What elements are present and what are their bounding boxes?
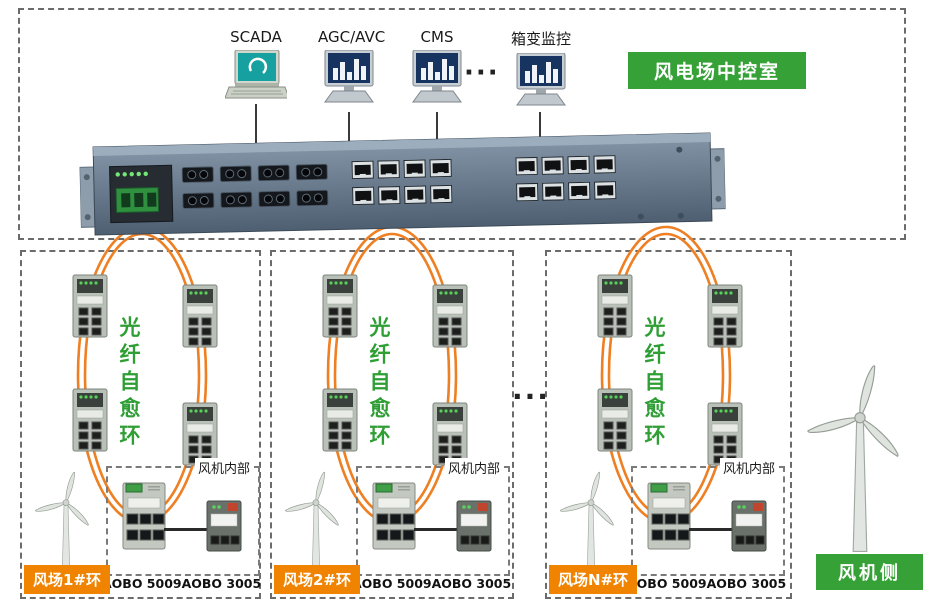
aobo-3005-device	[731, 500, 767, 552]
aobo-3005-label: AOBO 3005	[706, 576, 787, 591]
device-labels: AOBO 5009 AOBO 3005	[627, 576, 787, 591]
turbine-side-badge: 风机侧	[816, 554, 923, 590]
turbine-internal-label: 风机内部	[444, 458, 503, 477]
workstation-label: AGC/AVC	[318, 28, 386, 46]
workstation-box-transformer-monitor: 箱变监控	[508, 28, 574, 113]
aobo-5009-label: AOBO 5009	[352, 576, 432, 591]
ring-name-badge: 风场N#环	[549, 565, 638, 594]
aobo-3005-label: AOBO 3005	[181, 576, 262, 591]
core-switch-device	[79, 129, 727, 238]
industrial-switch-icon	[597, 274, 633, 338]
monitor-icon	[324, 50, 374, 103]
ring-ellipsis: ···	[512, 380, 550, 413]
device-labels: AOBO 5009 AOBO 3005	[102, 576, 262, 591]
fiber-ring-label: 光纤自愈环	[117, 316, 141, 451]
workstation-ellipsis: ···	[464, 58, 500, 88]
ring-section-2: 光纤自愈环 风机内部 AOBO 5009 AOBO 3005 风场2#环	[270, 250, 514, 599]
turbine-internal-box: 风机内部	[631, 458, 785, 576]
device-link-line	[414, 528, 458, 531]
industrial-switch-icon	[322, 388, 358, 452]
workstation-cms: CMS	[410, 28, 464, 110]
device-labels: AOBO 5009 AOBO 3005	[352, 576, 512, 591]
device-link-line	[164, 528, 208, 531]
device-link-line	[689, 528, 733, 531]
aobo-5009-device	[122, 482, 166, 550]
aobo-3005-device	[206, 500, 242, 552]
workstation-scada: SCADA	[224, 28, 289, 106]
aobo-5009-label: AOBO 5009	[627, 576, 707, 591]
workstation-agc-avc: AGC/AVC	[318, 28, 386, 110]
turbine-internal-label: 风机内部	[194, 458, 253, 477]
industrial-switch-icon	[72, 274, 108, 338]
ring-name-badge: 风场2#环	[274, 565, 361, 594]
fiber-ring-label: 光纤自愈环	[642, 316, 666, 451]
ring-section-1: 光纤自愈环 风机内部 AOBO 5009 AOBO 3005 风场1#环	[20, 250, 261, 599]
fiber-ring-label: 光纤自愈环	[367, 316, 391, 451]
rack-switch-icon	[79, 132, 727, 236]
control-room-badge: 风电场中控室	[628, 52, 807, 89]
control-room-section	[18, 8, 906, 240]
industrial-switch-icon	[322, 274, 358, 338]
workstation-label: CMS	[420, 28, 454, 46]
aobo-5009-device	[372, 482, 416, 550]
monitor-icon	[516, 53, 566, 106]
industrial-switch-icon	[182, 402, 218, 466]
workstation-label: SCADA	[230, 28, 282, 46]
industrial-switch-icon	[707, 402, 743, 466]
industrial-switch-icon	[72, 388, 108, 452]
aobo-5009-label: AOBO 5009	[102, 576, 182, 591]
industrial-switch-icon	[597, 388, 633, 452]
ring-section-n: 光纤自愈环 风机内部 AOBO 5009 AOBO 3005 风场N#环	[545, 250, 792, 599]
ring-name-badge: 风场1#环	[24, 565, 111, 594]
industrial-switch-icon	[432, 402, 468, 466]
industrial-switch-icon	[707, 284, 743, 348]
large-wind-turbine-icon	[806, 364, 902, 553]
turbine-internal-box: 风机内部	[356, 458, 510, 576]
industrial-switch-icon	[182, 284, 218, 348]
aobo-5009-device	[647, 482, 691, 550]
laptop-icon	[225, 50, 289, 100]
turbine-internal-label: 风机内部	[719, 458, 778, 477]
aobo-3005-label: AOBO 3005	[431, 576, 512, 591]
aobo-3005-device	[456, 500, 492, 552]
workstation-label: 箱变监控	[510, 30, 571, 48]
monitor-icon	[412, 50, 462, 103]
turbine-internal-box: 风机内部	[106, 458, 260, 576]
industrial-switch-icon	[432, 284, 468, 348]
